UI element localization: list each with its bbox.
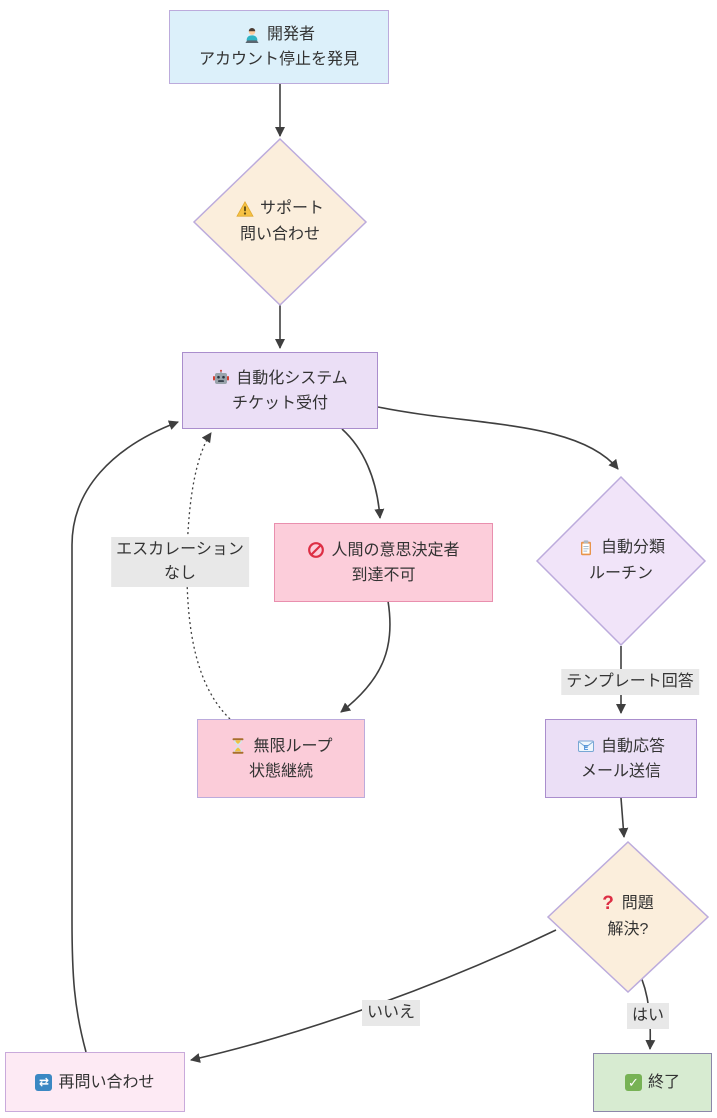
diamond-support-label: サポート 問い合わせ: [236, 196, 324, 248]
hourglass-icon: [232, 738, 244, 754]
svg-text:E: E: [584, 745, 589, 752]
node-human-subtitle: 到達不可: [351, 566, 416, 584]
node-developer: 開発者 アカウント停止を発見: [169, 10, 389, 84]
diamond-classify-title: 自動分類: [600, 539, 666, 556]
node-human-unreachable: 人間の意思決定者 到達不可: [274, 523, 493, 602]
technologist-icon: [245, 27, 259, 43]
node-automation: 自動化システム チケット受付: [182, 352, 378, 429]
node-autoreply-title: 自動応答: [600, 737, 665, 755]
edge-autoreply-to-resolved: [618, 797, 629, 838]
diamond-classify-subtitle: ルーチン: [588, 565, 654, 582]
node-automation-title: 自動化システム: [236, 369, 348, 387]
edge-automation-to-human: [341, 428, 385, 519]
robot-icon: [213, 369, 230, 384]
repeat-icon: ⇄: [35, 1073, 53, 1091]
diamond-classify-label: 自動分類 ルーチン: [577, 535, 665, 587]
edge-label-yes: はい: [626, 1003, 670, 1029]
diamond-resolved-label: ? 問題 解決?: [602, 891, 654, 943]
edge-label-template: テンプレート回答: [561, 669, 699, 695]
edge-automation-to-classify: [377, 406, 619, 470]
edge-human-to-loop: [340, 600, 391, 713]
node-end: ✓ 終了: [593, 1053, 712, 1112]
edge-label-escalation: エスカレーション なし: [111, 537, 249, 587]
node-reinquiry-title: 再問い合わせ: [58, 1073, 155, 1091]
node-infinite-loop: 無限ループ 状態継続: [197, 719, 365, 798]
node-loop-subtitle: 状態継続: [248, 762, 313, 780]
node-automation-subtitle: チケット受付: [231, 394, 328, 412]
diamond-classify: [535, 475, 707, 647]
diamond-support-title: サポート: [259, 200, 325, 217]
edge-label-escalation-line2: なし: [163, 565, 196, 582]
diamond-resolved-subtitle: 解決?: [607, 921, 649, 938]
node-reinquiry: ⇄ 再問い合わせ: [5, 1052, 185, 1112]
node-loop-title: 無限ループ: [253, 737, 333, 755]
edge-loop-to-automation-escalation: [186, 432, 231, 720]
diamond-resolved-title: 問題: [621, 895, 654, 912]
edge-label-escalation-line1: エスカレーション: [116, 541, 244, 558]
edge-label-no: いいえ: [361, 1000, 421, 1026]
email-icon: E: [577, 740, 594, 752]
prohibited-icon: [308, 542, 325, 558]
edge-resolved-no-to-reinquiry: [190, 929, 557, 1063]
node-human-title: 人間の意思決定者: [331, 541, 460, 559]
edge-reinquiry-to-automation: [71, 420, 179, 1053]
diamond-support-subtitle: 問い合わせ: [239, 226, 321, 243]
node-developer-title: 開発者: [266, 26, 315, 43]
node-autoreply-subtitle: メール送信: [580, 762, 661, 780]
check-icon: ✓: [624, 1074, 642, 1091]
clipboard-icon: [580, 540, 591, 556]
node-autoreply: E 自動応答 メール送信: [545, 719, 697, 798]
diamond-resolved: [546, 840, 710, 994]
node-end-title: 終了: [647, 1074, 680, 1091]
diamond-support: [192, 137, 368, 307]
question-icon: ?: [602, 893, 614, 914]
node-developer-subtitle: アカウント停止を発見: [198, 51, 359, 68]
warning-icon: [236, 200, 254, 217]
